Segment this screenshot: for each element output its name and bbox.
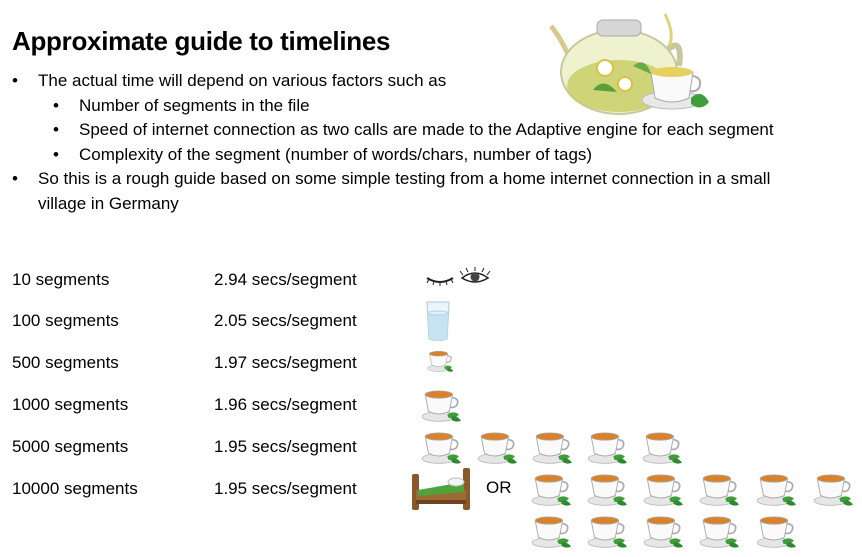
bed-icon — [412, 468, 470, 510]
rate-label: 1.96 secs/segment — [214, 395, 357, 414]
bullet-factor-internet: Speed of internet connection as two call… — [12, 118, 799, 143]
tea-cup-icon — [476, 425, 518, 467]
tea-cup-icon — [642, 467, 684, 509]
bullet-factor-segments: Number of segments in the file — [12, 94, 799, 119]
segments-label: 100 segments — [12, 311, 119, 330]
tea-cup-icon — [641, 425, 683, 467]
tea-cup-icon — [531, 425, 573, 467]
tea-cup-icon — [530, 509, 572, 551]
water-glass-icon — [426, 301, 450, 342]
bullet-rough-guide: So this is a rough guide based on some s… — [12, 167, 808, 216]
bullet-factor-complexity: Complexity of the segment (number of wor… — [12, 143, 812, 168]
tea-cup-icon — [586, 425, 628, 467]
rate-label: 2.05 secs/segment — [214, 311, 357, 330]
tea-cup-icon — [642, 509, 684, 551]
tea-cup-icon — [698, 467, 740, 509]
segments-label: 10000 segments — [12, 479, 138, 498]
tea-cup-icon — [698, 509, 740, 551]
or-label: OR — [486, 478, 512, 497]
rate-label: 2.94 secs/segment — [214, 270, 357, 289]
tea-cup-icon — [586, 509, 628, 551]
bullet-factors-intro: The actual time will depend on various f… — [12, 69, 812, 94]
tea-cup-icon — [420, 425, 462, 467]
tea-cup-icon — [426, 346, 454, 374]
rate-label: 1.95 secs/segment — [214, 479, 357, 498]
segments-label: 1000 segments — [12, 395, 129, 414]
tea-cup-icon — [420, 383, 462, 425]
segments-label: 500 segments — [12, 353, 119, 372]
tea-cup-icon — [755, 467, 797, 509]
tea-cup-icon — [812, 467, 854, 509]
teapot-icon — [549, 13, 709, 115]
tea-cup-icon — [755, 509, 797, 551]
segments-label: 5000 segments — [12, 437, 129, 456]
rate-label: 1.97 secs/segment — [214, 353, 357, 372]
rate-label: 1.95 secs/segment — [214, 437, 357, 456]
tea-cup-icon — [530, 467, 572, 509]
tea-cup-icon — [586, 467, 628, 509]
bullet-list: The actual time will depend on various f… — [12, 69, 812, 216]
eyes-icon — [426, 267, 491, 286]
page-title: Approximate guide to timelines — [12, 26, 391, 56]
segments-label: 10 segments — [12, 270, 110, 289]
